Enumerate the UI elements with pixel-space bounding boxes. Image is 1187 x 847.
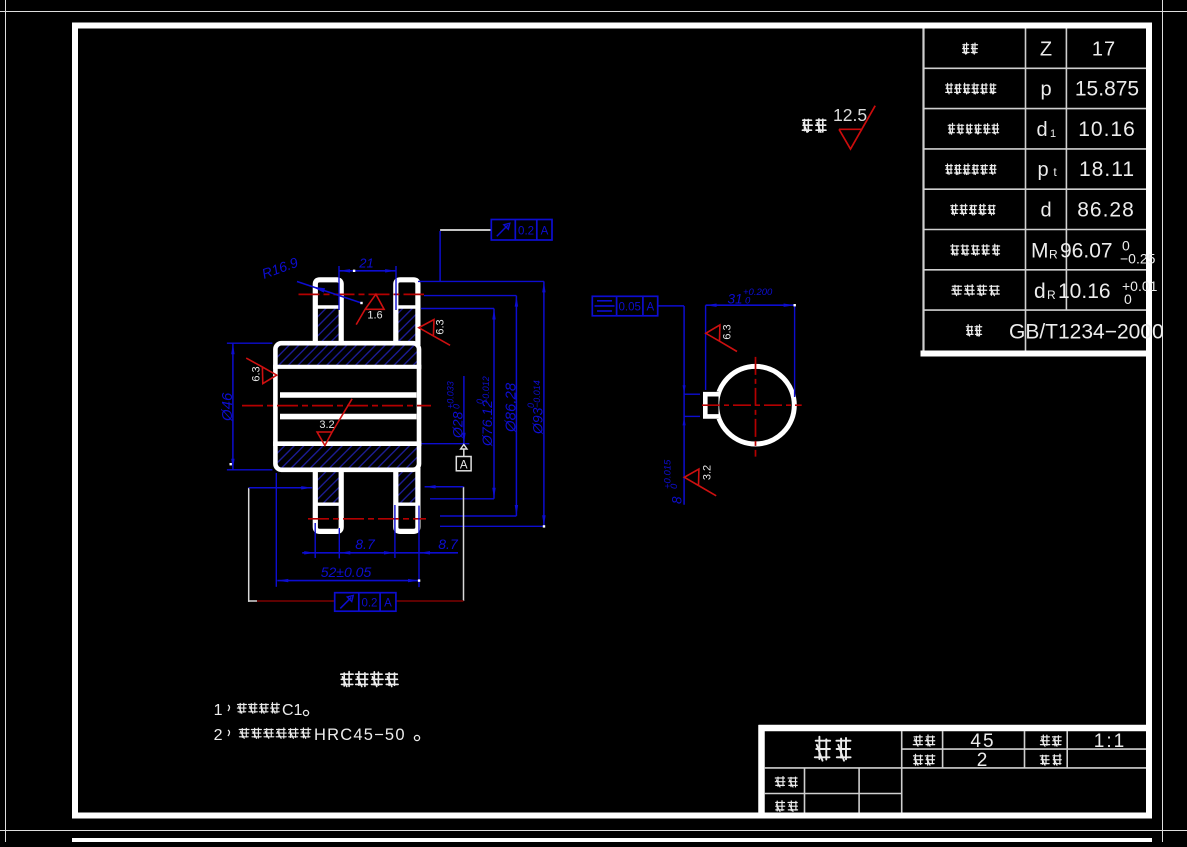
svg-text:17: 17 xyxy=(1092,38,1116,60)
svg-text:2: 2 xyxy=(977,750,988,771)
svg-text:86.28: 86.28 xyxy=(1077,198,1135,221)
svg-text:−0.25: −0.25 xyxy=(1120,251,1156,267)
svg-text:1: 1 xyxy=(1050,128,1056,140)
svg-text:0: 0 xyxy=(1122,238,1130,254)
svg-text:18.11: 18.11 xyxy=(1079,158,1135,181)
svg-text:A: A xyxy=(541,225,549,237)
svg-text:1.6: 1.6 xyxy=(367,310,382,322)
svg-text:10.16: 10.16 xyxy=(1078,118,1136,141)
svg-text:0: 0 xyxy=(669,483,680,489)
svg-text:−0.014: −0.014 xyxy=(532,380,542,408)
svg-text:0: 0 xyxy=(745,296,751,307)
svg-text:8.7: 8.7 xyxy=(438,536,459,552)
svg-text:d: d xyxy=(1034,280,1046,303)
svg-text:Z: Z xyxy=(1040,38,1052,60)
svg-text:+0.015: +0.015 xyxy=(663,459,674,489)
svg-text:0: 0 xyxy=(475,399,485,404)
svg-text:A: A xyxy=(646,301,654,313)
svg-text:6.3: 6.3 xyxy=(435,319,447,334)
svg-text:d: d xyxy=(1040,199,1051,221)
svg-text:0.05: 0.05 xyxy=(619,301,641,313)
svg-text:GB/T1234−2000: GB/T1234−2000 xyxy=(1009,320,1164,343)
svg-text:C1: C1 xyxy=(282,702,303,719)
svg-text:0.2: 0.2 xyxy=(518,225,534,237)
svg-text:2: 2 xyxy=(214,727,223,744)
svg-text:31: 31 xyxy=(727,292,742,307)
svg-text:21: 21 xyxy=(358,256,373,271)
svg-text:8.7: 8.7 xyxy=(355,536,376,552)
svg-text:+0.033: +0.033 xyxy=(446,381,456,409)
svg-text:−0.012: −0.012 xyxy=(481,376,491,404)
svg-text:52±0.05: 52±0.05 xyxy=(321,564,372,580)
svg-text:1:1: 1:1 xyxy=(1094,731,1126,752)
svg-text:6.3: 6.3 xyxy=(722,324,734,339)
svg-text:t: t xyxy=(1053,165,1057,179)
svg-text:A: A xyxy=(460,459,468,471)
svg-text:+0.01: +0.01 xyxy=(1122,278,1158,294)
svg-text:12.5: 12.5 xyxy=(833,105,867,125)
svg-text:0.2: 0.2 xyxy=(361,597,377,609)
svg-text:Ø76.12: Ø76.12 xyxy=(479,400,495,447)
svg-text:10.16: 10.16 xyxy=(1058,280,1111,303)
svg-text:8: 8 xyxy=(670,496,685,504)
svg-text:d: d xyxy=(1036,119,1047,141)
svg-text:p: p xyxy=(1040,78,1051,100)
svg-text:R: R xyxy=(1049,248,1058,262)
svg-text:6.3: 6.3 xyxy=(251,366,263,381)
svg-text:Ø46: Ø46 xyxy=(219,392,236,422)
svg-text:HRC45−50: HRC45−50 xyxy=(314,726,406,744)
svg-text:15.875: 15.875 xyxy=(1075,77,1139,100)
svg-text:R: R xyxy=(1047,288,1056,302)
svg-text:1: 1 xyxy=(214,702,223,719)
svg-text:+0.200: +0.200 xyxy=(743,287,773,298)
svg-text:45: 45 xyxy=(970,731,995,752)
svg-text:0: 0 xyxy=(1124,291,1132,307)
svg-text:3.2: 3.2 xyxy=(319,419,334,431)
svg-text:p: p xyxy=(1037,159,1048,181)
svg-text:0: 0 xyxy=(452,404,462,409)
svg-text:Ø93: Ø93 xyxy=(530,407,546,435)
svg-text:Ø28: Ø28 xyxy=(450,411,466,439)
svg-text:M: M xyxy=(1031,240,1049,263)
svg-text:A: A xyxy=(384,597,392,609)
svg-text:0: 0 xyxy=(526,403,536,408)
svg-text:96.07: 96.07 xyxy=(1060,240,1113,263)
svg-text:Ø86.28: Ø86.28 xyxy=(503,382,520,433)
svg-text:3.2: 3.2 xyxy=(702,465,714,480)
